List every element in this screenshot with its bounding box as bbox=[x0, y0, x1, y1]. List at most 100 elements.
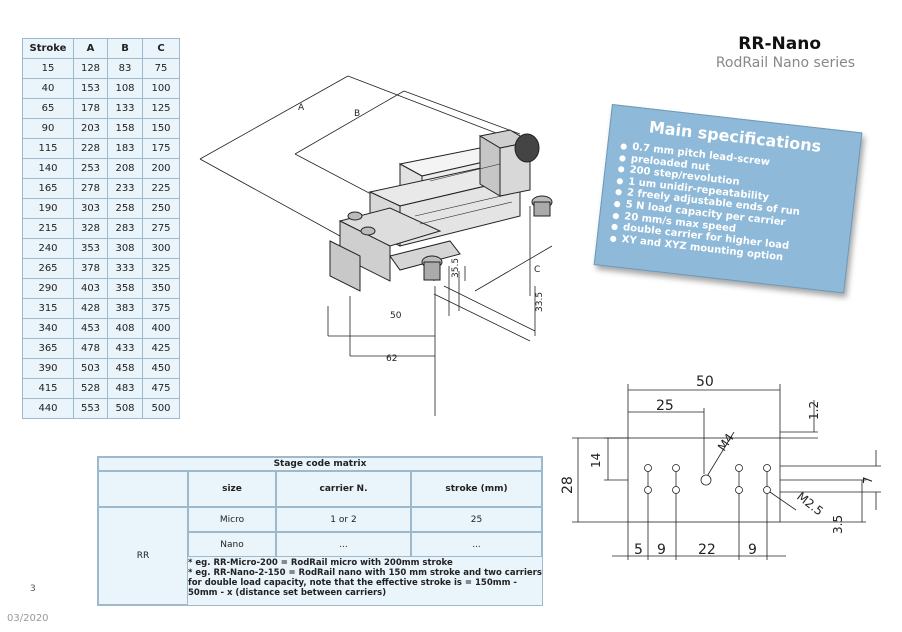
stroke-table-cell: 253 bbox=[73, 158, 108, 179]
label-14: 14 bbox=[589, 453, 603, 468]
stroke-table-cell: 165 bbox=[22, 178, 74, 199]
matrix-row-stroke: 25 bbox=[411, 507, 542, 532]
stroke-table-cell: 225 bbox=[142, 178, 180, 199]
stroke-table-header: Stroke A B C bbox=[22, 38, 180, 59]
stroke-table-cell: 303 bbox=[73, 198, 108, 219]
stroke-table-cell: 425 bbox=[142, 338, 180, 359]
stroke-table-cell: 283 bbox=[107, 218, 143, 239]
stroke-table-cell: 458 bbox=[107, 358, 143, 379]
stroke-table-cell: 15 bbox=[22, 58, 74, 79]
specifications-list: 0.7 mm pitch lead-screwpreloaded nut200 … bbox=[609, 140, 805, 265]
stroke-table-cell: 215 bbox=[22, 218, 74, 239]
label-9-right: 9 bbox=[748, 542, 757, 558]
dim-label-b: B bbox=[354, 109, 360, 119]
matrix-code: RR bbox=[98, 507, 188, 605]
stroke-table-cell: 233 bbox=[107, 178, 143, 199]
stroke-table-cell: 365 bbox=[22, 338, 74, 359]
stroke-table-cell: 308 bbox=[107, 238, 143, 259]
stroke-table-cell: 553 bbox=[73, 398, 108, 419]
stroke-table-cell: 258 bbox=[107, 198, 143, 219]
matrix-note: for double load capacity, note that the … bbox=[188, 578, 517, 588]
stroke-table-cell: 40 bbox=[22, 78, 74, 99]
stroke-table-cell: 278 bbox=[73, 178, 108, 199]
stroke-table-cell: 158 bbox=[107, 118, 143, 139]
matrix-row-stroke: ... bbox=[411, 532, 542, 557]
dim-line-b bbox=[294, 90, 405, 155]
stroke-table-cell: 403 bbox=[73, 278, 108, 299]
stroke-table-cell: 415 bbox=[22, 378, 74, 399]
matrix-note: * eg. RR-Micro-200 = RodRail micro with … bbox=[188, 558, 453, 568]
label-3-5: 3.5 bbox=[831, 515, 845, 534]
matrix-row-carrier: ... bbox=[276, 532, 411, 557]
stroke-table-cell: 265 bbox=[22, 258, 74, 279]
stroke-table-cell: 340 bbox=[22, 318, 74, 339]
stroke-table-cell: 428 bbox=[73, 298, 108, 319]
stroke-table-cell: 250 bbox=[142, 198, 180, 219]
stroke-table-cell: 475 bbox=[142, 378, 180, 399]
stroke-table-cell: 503 bbox=[73, 358, 108, 379]
header-c: C bbox=[142, 38, 180, 59]
stroke-table-cell: 200 bbox=[142, 158, 180, 179]
dim-label-a: A bbox=[298, 103, 305, 113]
label-22: 22 bbox=[698, 542, 716, 558]
stroke-table-cell: 350 bbox=[142, 278, 180, 299]
matrix-row-carrier: 1 or 2 bbox=[276, 507, 411, 532]
stroke-table-cell: 383 bbox=[107, 298, 143, 319]
front-view-drawing: 50 25 1.2 M4 14 28 7 M2.5 3.5 5 9 22 9 bbox=[560, 374, 881, 560]
dim-line-c bbox=[474, 245, 553, 292]
stroke-table-cell: 315 bbox=[22, 298, 74, 319]
matrix-row-size: Micro bbox=[188, 507, 276, 532]
label-width-50: 50 bbox=[696, 374, 714, 390]
stroke-table-cell: 328 bbox=[73, 218, 108, 239]
dim-line-a bbox=[199, 75, 349, 160]
matrix-note: * eg. RR-Nano-2-150 = RodRail nano with … bbox=[188, 568, 542, 578]
stroke-table-cell: 483 bbox=[107, 378, 143, 399]
stroke-table-cell: 153 bbox=[73, 78, 108, 99]
dim-label-62: 62 bbox=[386, 354, 397, 364]
matrix-col-carrier: carrier N. bbox=[276, 471, 411, 507]
stroke-table-cell: 333 bbox=[107, 258, 143, 279]
dim-label-c: C bbox=[534, 265, 540, 275]
label-1-2: 1.2 bbox=[807, 401, 821, 420]
main-specifications-box: Main specifications 0.7 mm pitch lead-sc… bbox=[593, 104, 863, 294]
stage-code-matrix: Stage code matrix size carrier N. stroke… bbox=[97, 456, 543, 606]
stroke-table-cell: 450 bbox=[142, 358, 180, 379]
label-width-25: 25 bbox=[656, 398, 674, 414]
page-number: 3 bbox=[30, 584, 36, 594]
matrix-notes: * eg. RR-Micro-200 = RodRail micro with … bbox=[188, 558, 542, 598]
stroke-table-cell: 108 bbox=[107, 78, 143, 99]
stroke-table-cell: 90 bbox=[22, 118, 74, 139]
dim-label-50: 50 bbox=[390, 311, 402, 321]
stroke-table-cell: 178 bbox=[73, 98, 108, 119]
label-28: 28 bbox=[560, 476, 576, 494]
stroke-table-cell: 150 bbox=[142, 118, 180, 139]
stroke-table-cell: 378 bbox=[73, 258, 108, 279]
stroke-table-cell: 83 bbox=[107, 58, 143, 79]
label-5: 5 bbox=[634, 542, 643, 558]
stroke-table-cell: 478 bbox=[73, 338, 108, 359]
stroke-table-cell: 375 bbox=[142, 298, 180, 319]
matrix-title: Stage code matrix bbox=[98, 457, 542, 471]
stroke-table-cell: 300 bbox=[142, 238, 180, 259]
label-9-left: 9 bbox=[657, 542, 666, 558]
matrix-col-size: size bbox=[188, 471, 276, 507]
dim-label-35-5: 35.5 bbox=[451, 258, 461, 278]
stroke-table-cell: 528 bbox=[73, 378, 108, 399]
stroke-table-cell: 400 bbox=[142, 318, 180, 339]
matrix-empty-cell bbox=[98, 471, 188, 507]
product-title: RR-Nano bbox=[738, 34, 821, 54]
